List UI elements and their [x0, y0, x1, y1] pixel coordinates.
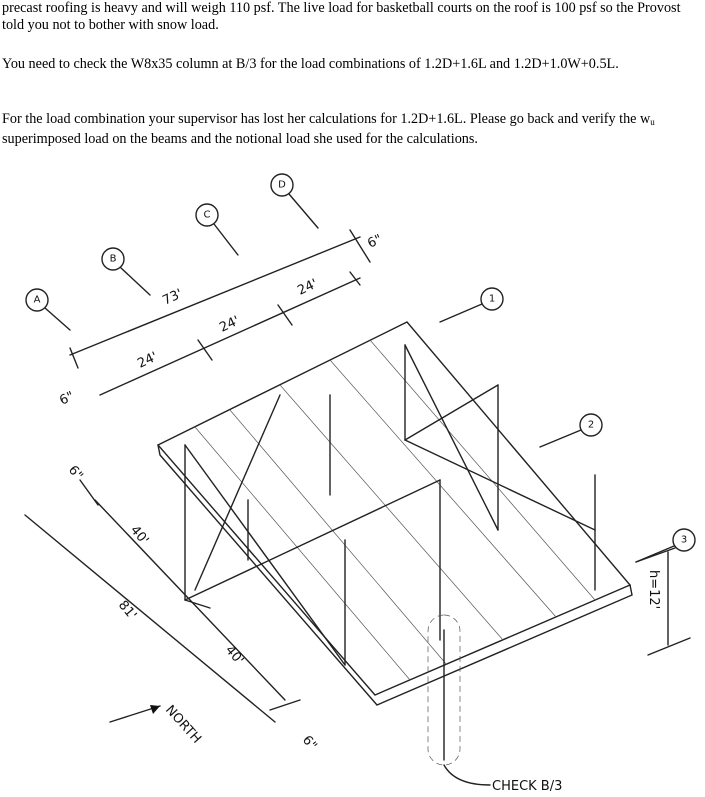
- grid-bubble-c: C: [195, 203, 239, 256]
- paragraph-column-check: You need to check the W8x35 column at B/…: [2, 56, 619, 72]
- svg-text:6": 6": [65, 463, 86, 484]
- svg-text:NORTH: NORTH: [162, 703, 204, 747]
- text: superimposed load on the beams and the n…: [2, 131, 478, 147]
- grid-bubble-b: B: [101, 247, 151, 296]
- svg-text:B: B: [110, 254, 117, 265]
- svg-text:40': 40': [222, 643, 246, 668]
- svg-text:24': 24': [295, 277, 320, 299]
- roof-slab: [156, 321, 633, 706]
- svg-text:81': 81': [115, 598, 139, 623]
- paragraph-loads: precast roofing is heavy and will weigh …: [2, 0, 681, 33]
- svg-text:C: C: [204, 210, 211, 221]
- north-arrow: NORTH: [109, 703, 204, 747]
- svg-text:h=12': h=12': [646, 570, 661, 609]
- svg-text:6": 6": [365, 232, 384, 252]
- text: For the load combination your supervisor…: [2, 111, 651, 127]
- check-label: CHECK B/3: [492, 779, 562, 794]
- grid-bubble-2: 2: [539, 413, 603, 448]
- svg-text:6": 6": [57, 389, 76, 409]
- svg-text:73': 73': [160, 287, 185, 309]
- svg-text:6": 6": [299, 733, 320, 754]
- dimension-ew: 73' 24' 24' 24' 6" 6": [57, 229, 385, 409]
- grid-bubble-a: A: [25, 288, 71, 331]
- frame: [184, 344, 596, 666]
- grid-bubble-d: D: [270, 173, 319, 229]
- grid-bubble-3: 3: [635, 528, 696, 563]
- dimension-height: h=12': [635, 547, 691, 656]
- column-b3-highlight: [427, 614, 491, 786]
- svg-text:1: 1: [489, 294, 495, 305]
- svg-text:2: 2: [588, 420, 594, 431]
- svg-text:D: D: [278, 180, 286, 191]
- grid-bubble-1: 1: [439, 287, 504, 323]
- svg-text:3: 3: [681, 535, 687, 546]
- paragraph-verify: For the load combination your supervisor…: [2, 111, 702, 148]
- svg-text:40': 40': [127, 523, 151, 548]
- svg-text:24': 24': [135, 350, 160, 372]
- subscript: u: [650, 117, 655, 127]
- svg-text:A: A: [34, 295, 41, 306]
